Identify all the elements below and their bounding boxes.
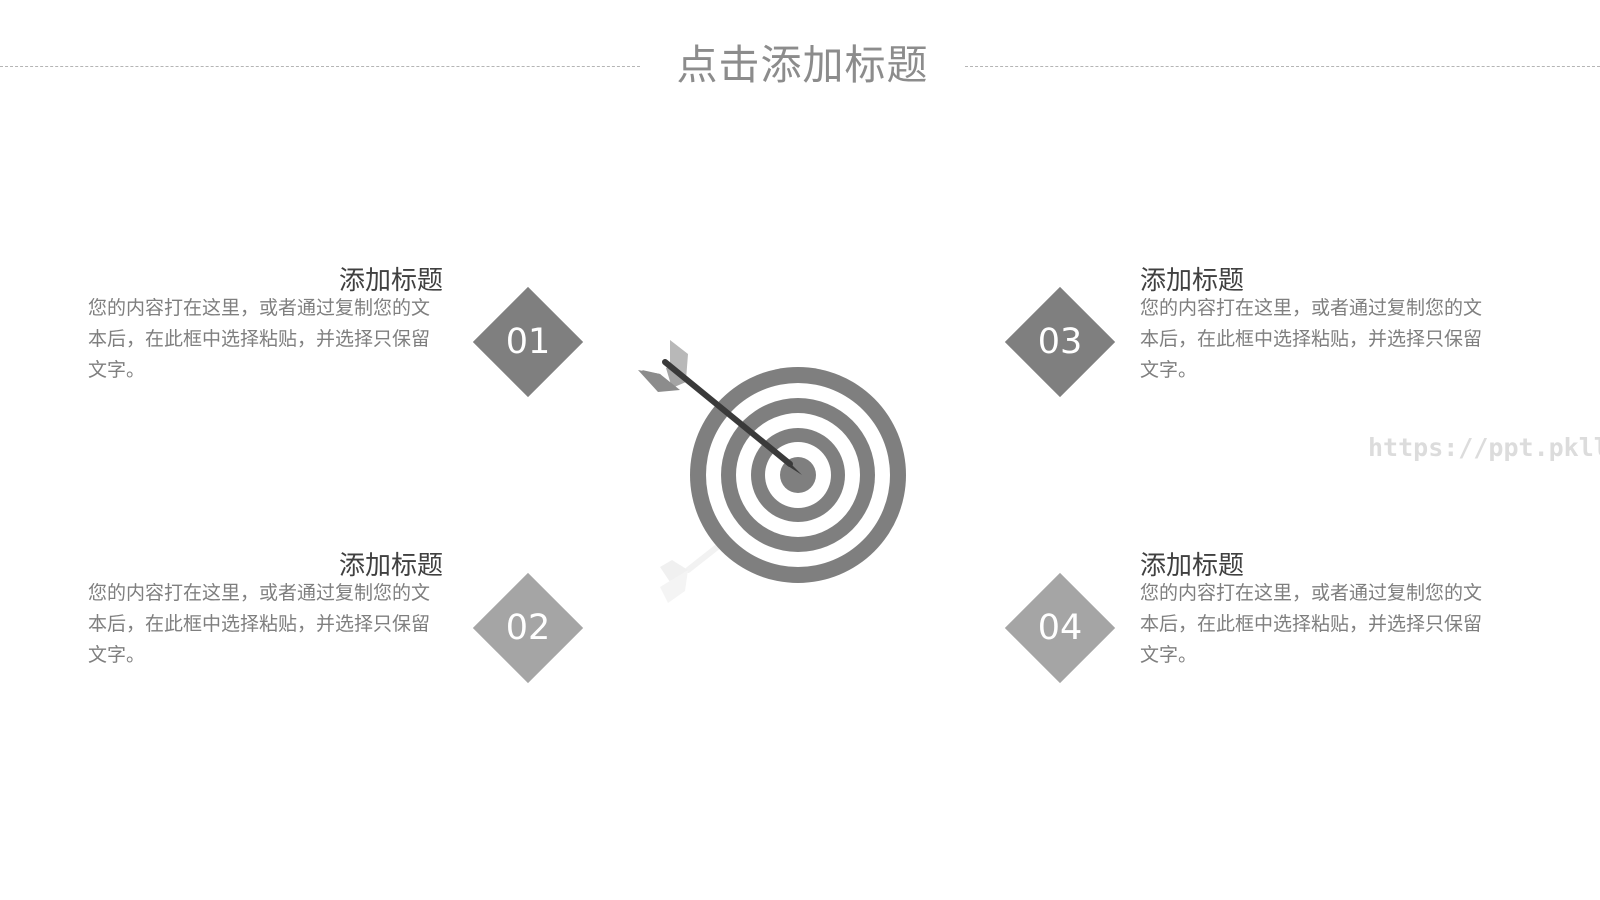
- watermark-text: https://ppt.pkll.de: [1368, 433, 1600, 462]
- target-with-arrow-icon: [638, 340, 906, 603]
- item-02-heading[interactable]: 添加标题: [338, 551, 443, 581]
- arrow: [638, 340, 802, 475]
- item-03-number: 03: [1037, 322, 1083, 362]
- item-04-number: 04: [1037, 608, 1083, 648]
- item-01-heading[interactable]: 添加标题: [338, 266, 443, 296]
- title-divider-right: [965, 66, 1600, 67]
- item-02-body[interactable]: 您的内容打在这里，或者通过复制您的文本后，在此框中选择粘贴，并选择只保留文字。: [88, 582, 431, 666]
- item-04-body[interactable]: 您的内容打在这里，或者通过复制您的文本后，在此框中选择粘贴，并选择只保留文字。: [1140, 582, 1483, 666]
- item-04-heading[interactable]: 添加标题: [1140, 551, 1245, 581]
- item-02-number: 02: [505, 608, 551, 648]
- slide-title[interactable]: 点击添加标题: [676, 41, 929, 89]
- item-03-body[interactable]: 您的内容打在这里，或者通过复制您的文本后，在此框中选择粘贴，并选择只保留文字。: [1140, 297, 1483, 381]
- item-01-number: 01: [505, 322, 551, 362]
- target-rings: [690, 367, 906, 583]
- item-01-body[interactable]: 您的内容打在这里，或者通过复制您的文本后，在此框中选择粘贴，并选择只保留文字。: [88, 297, 431, 381]
- item-03-heading[interactable]: 添加标题: [1140, 266, 1245, 296]
- title-divider-left: [0, 66, 640, 67]
